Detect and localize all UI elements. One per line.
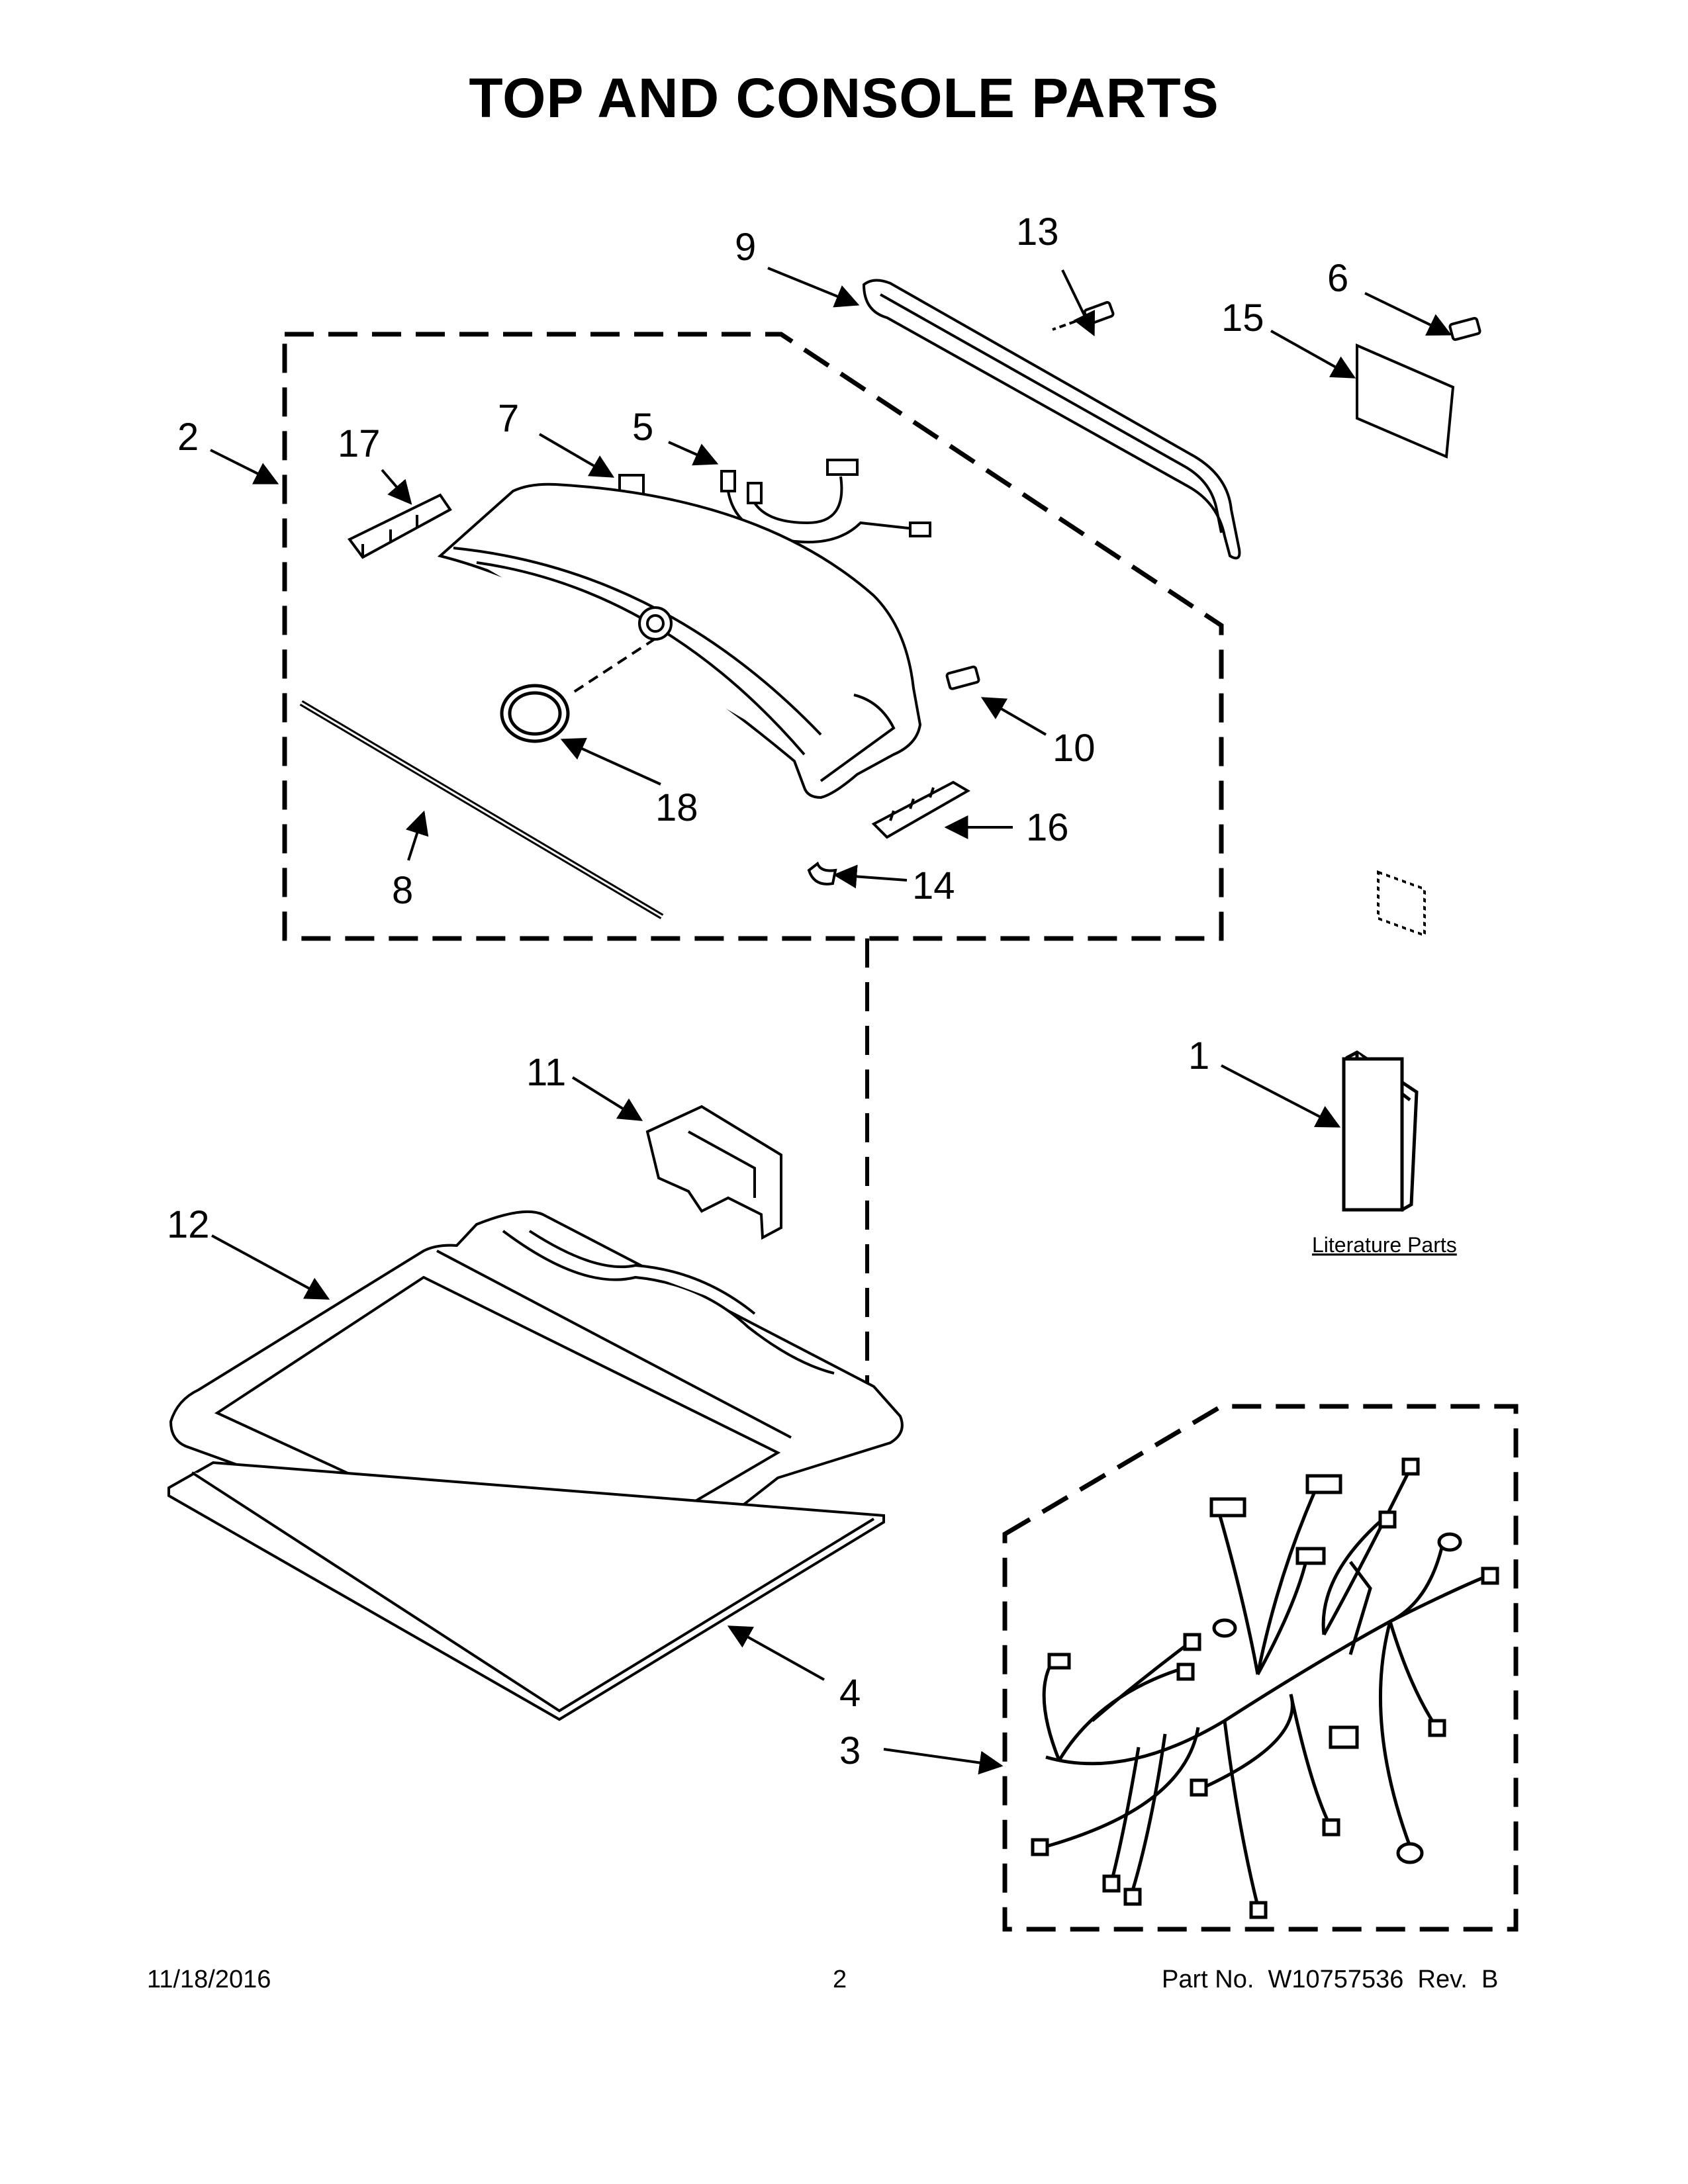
callout-15: 15 bbox=[1221, 296, 1264, 340]
trim-strip-8-part bbox=[299, 700, 664, 919]
bracket-17-part bbox=[347, 493, 452, 559]
callout-10: 10 bbox=[1053, 727, 1096, 770]
page-title: TOP AND CONSOLE PARTS bbox=[469, 67, 1219, 129]
main-wire-harness-3-part bbox=[1031, 1457, 1499, 1919]
footer-part-number: Part No. W10757536 Rev. B bbox=[1162, 1966, 1499, 1993]
callout-13: 13 bbox=[1016, 210, 1059, 253]
insulation-pad-4-part bbox=[167, 1461, 885, 1721]
callout-12: 12 bbox=[167, 1203, 210, 1246]
callout-17: 17 bbox=[338, 422, 381, 465]
callout-2: 2 bbox=[177, 416, 199, 459]
callout-6: 6 bbox=[1327, 257, 1348, 300]
callout-5: 5 bbox=[632, 406, 653, 449]
callout-7: 7 bbox=[498, 397, 519, 440]
literature-booklet-1-part bbox=[1342, 1050, 1419, 1212]
bracket-15-part bbox=[1356, 343, 1455, 937]
screw-10-part bbox=[945, 665, 980, 690]
callout-14: 14 bbox=[912, 864, 955, 907]
callout-3: 3 bbox=[839, 1729, 861, 1772]
callout-1: 1 bbox=[1188, 1034, 1209, 1077]
callout-9: 9 bbox=[735, 226, 756, 269]
screw-6-part bbox=[1448, 316, 1481, 341]
wire-harness-boundary bbox=[1002, 1404, 1519, 1932]
leader-arrows bbox=[210, 267, 1452, 1775]
callout-8: 8 bbox=[392, 869, 413, 912]
callout-11: 11 bbox=[526, 1051, 566, 1094]
literature-parts-label: Literature Parts bbox=[1312, 1233, 1457, 1257]
clip-14-part bbox=[807, 861, 837, 886]
knob-ring-18-part bbox=[500, 684, 570, 743]
footer-date: 11/18/2016 bbox=[147, 1966, 271, 1993]
callout-4: 4 bbox=[839, 1672, 861, 1715]
callout-16: 16 bbox=[1026, 806, 1069, 849]
footer-page-number: 2 bbox=[833, 1966, 847, 1993]
control-board-11-part bbox=[645, 1105, 782, 1520]
console-back-panel-part bbox=[862, 279, 1241, 560]
callout-18: 18 bbox=[655, 786, 698, 829]
bracket-16-part bbox=[871, 780, 970, 839]
console-body-part bbox=[437, 482, 922, 799]
console-assembly-boundary bbox=[282, 332, 1224, 941]
